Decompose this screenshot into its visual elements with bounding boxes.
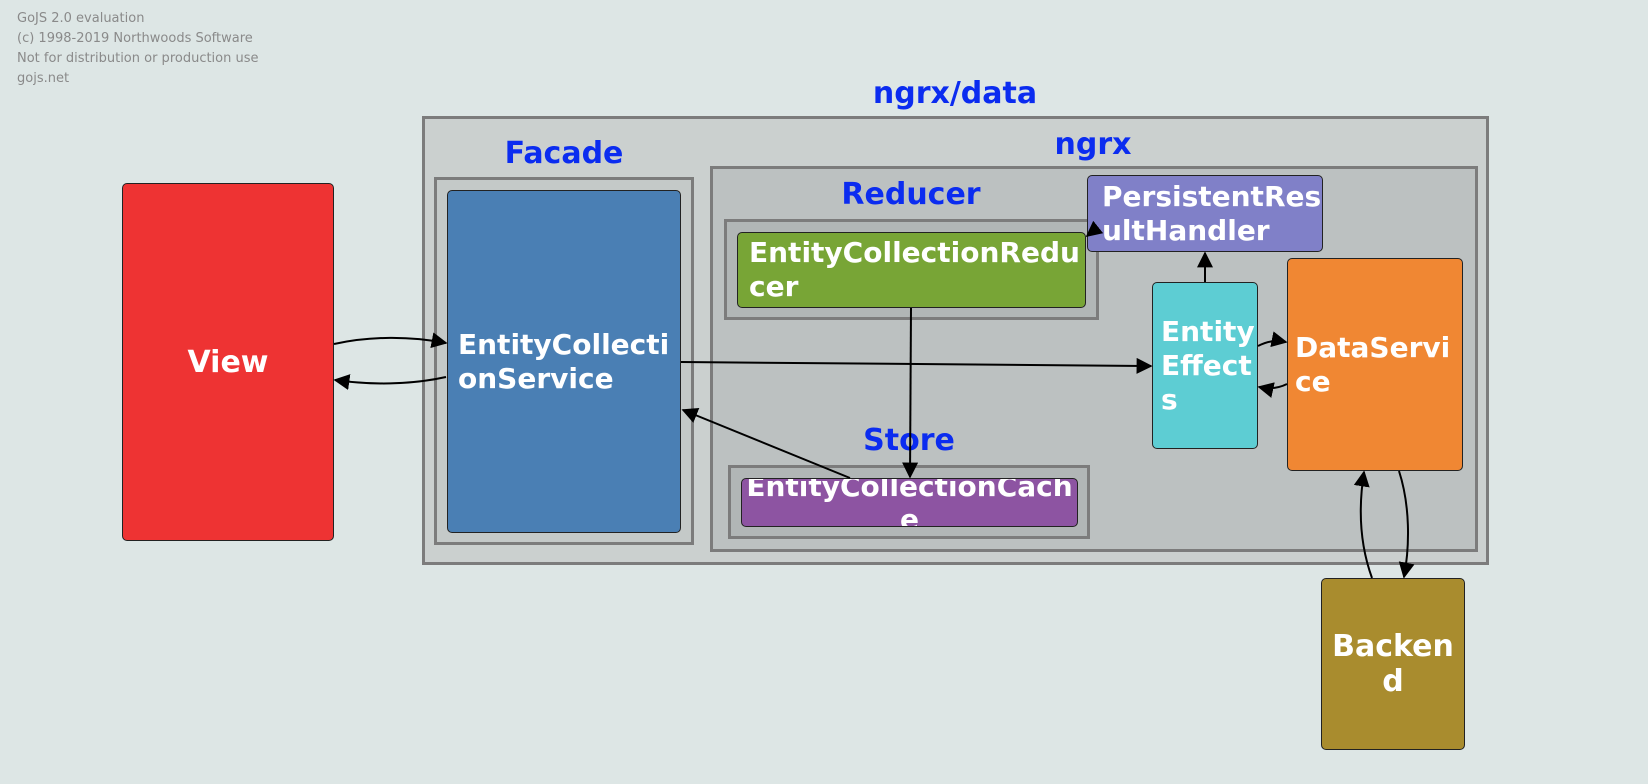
watermark-line: gojs.net: [17, 71, 70, 86]
node-entity-effects[interactable]: EntityEffects: [1152, 282, 1258, 449]
node-label: EntityCollectionReducer: [749, 236, 1080, 303]
node-label: EntityCollectionService: [458, 327, 670, 395]
watermark-line: (c) 1998-2019 Northwoods Software: [17, 31, 253, 46]
node-label: View: [187, 344, 269, 380]
evaluation-watermark: GoJS 2.0 evaluation (c) 1998-2019 Northw…: [17, 9, 259, 89]
node-entity-collection-service[interactable]: EntityCollectionService: [447, 190, 681, 533]
node-entity-collection-reducer[interactable]: EntityCollectionReducer: [737, 232, 1086, 308]
watermark-line: GoJS 2.0 evaluation: [17, 11, 145, 26]
group-title-ngrx-data: ngrx/data: [872, 76, 1038, 111]
node-backend[interactable]: Backend: [1321, 578, 1465, 750]
group-title-facade: Facade: [504, 136, 624, 171]
group-title-store: Store: [863, 423, 955, 458]
node-label: PersistentResultHandler: [1102, 179, 1322, 247]
group-title-reducer: Reducer: [841, 177, 981, 212]
node-label: DataService: [1295, 330, 1451, 398]
node-label: Backend: [1332, 629, 1454, 699]
node-label: EntityCollectionCache: [746, 478, 1073, 527]
watermark-line: Not for distribution or production use: [17, 51, 259, 66]
node-persistent-result-handler[interactable]: PersistentResultHandler: [1087, 175, 1323, 252]
group-title-ngrx: ngrx: [1054, 127, 1132, 162]
node-entity-collection-cache[interactable]: EntityCollectionCache: [741, 478, 1078, 527]
node-view[interactable]: View: [122, 183, 334, 541]
node-data-service[interactable]: DataService: [1287, 258, 1463, 471]
node-label: EntityEffects: [1161, 314, 1255, 416]
